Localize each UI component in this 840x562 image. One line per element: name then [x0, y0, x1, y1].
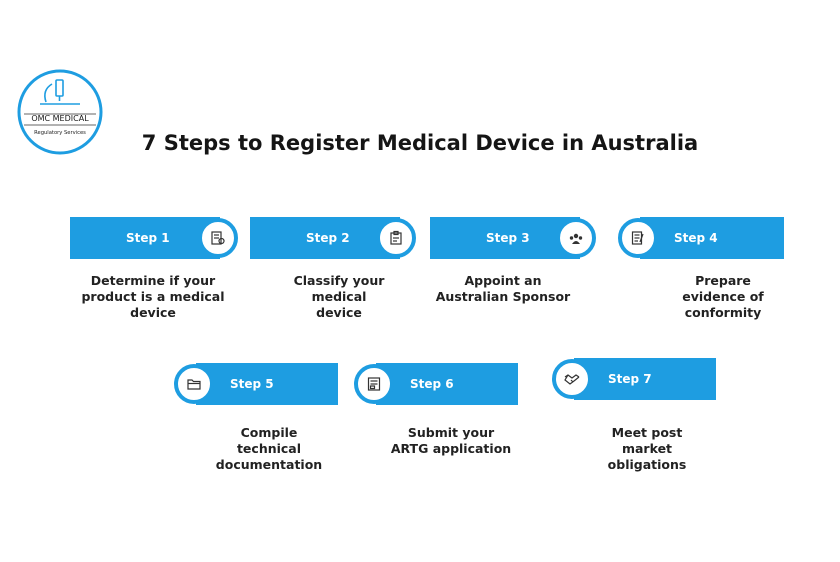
- step-5-label: Step 5: [230, 377, 274, 391]
- step-2-description: Classify your medical device: [293, 273, 385, 320]
- handshake-icon: [552, 359, 592, 399]
- document-check-icon: [198, 218, 238, 258]
- step-6-label: Step 6: [410, 377, 454, 391]
- step-6-bar: Step 6: [376, 363, 518, 405]
- logo-tagline: Regulatory Services: [34, 130, 86, 136]
- step-5-description: Compile technical documentation: [215, 425, 323, 472]
- logo-name: OMC MEDICAL: [31, 114, 89, 123]
- step-6-description: Submit your ARTG application: [390, 425, 512, 456]
- form-submit-icon: [354, 364, 394, 404]
- folder-icon: [174, 364, 214, 404]
- step-5-bar: Step 5: [196, 363, 338, 405]
- step-7-description: Meet post market obligations: [607, 425, 687, 472]
- step-3-label: Step 3: [486, 231, 530, 245]
- step-1-description: Determine if your product is a medical d…: [81, 273, 225, 320]
- step-2-bar: Step 2: [250, 217, 400, 259]
- step-3-description: Appoint an Australian Sponsor: [435, 273, 571, 304]
- step-1-bar: Step 1: [70, 217, 220, 259]
- step-4-bar: Step 4: [640, 217, 784, 259]
- step-7-label: Step 7: [608, 372, 652, 386]
- step-2-label: Step 2: [306, 231, 350, 245]
- step-4-label: Step 4: [674, 231, 718, 245]
- omc-medical-logo: OMC MEDICAL Regulatory Services: [16, 68, 104, 156]
- step-1-label: Step 1: [126, 231, 170, 245]
- page-title: 7 Steps to Register Medical Device in Au…: [141, 131, 699, 155]
- clipboard-icon: [376, 218, 416, 258]
- checklist-icon: [618, 218, 658, 258]
- people-group-icon: [556, 218, 596, 258]
- step-7-bar: Step 7: [574, 358, 716, 400]
- step-3-bar: Step 3: [430, 217, 580, 259]
- step-4-description: Prepare evidence of conformity: [682, 273, 764, 320]
